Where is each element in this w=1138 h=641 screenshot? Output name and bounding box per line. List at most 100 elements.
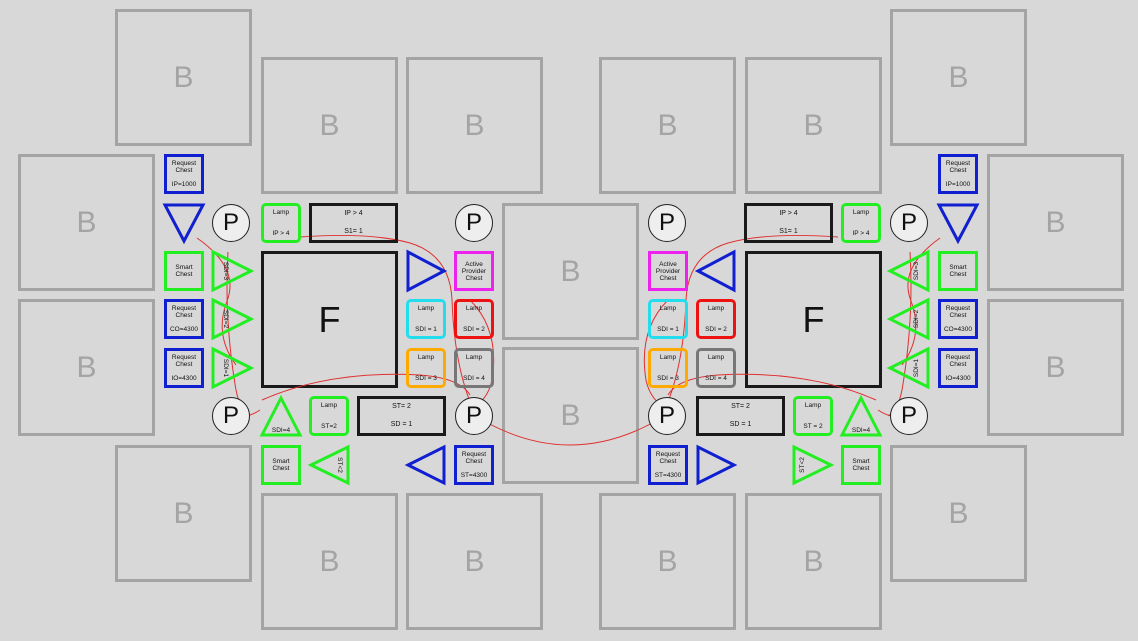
building-b: B — [987, 299, 1124, 436]
chest-subtitle: Provider — [655, 267, 681, 275]
lamp-title: Lamp — [272, 209, 290, 216]
building-b: B — [599, 57, 736, 194]
chest-title: Smart — [175, 264, 193, 271]
building-b: B — [406, 493, 543, 630]
chest-title: Request — [171, 160, 197, 167]
power-pole[interactable]: P — [212, 397, 250, 435]
lamp-condition: ST = 2 — [803, 423, 823, 430]
inserter-label: SDI=3 — [222, 262, 229, 281]
power-pole[interactable]: P — [648, 204, 686, 242]
lamp-title: Lamp — [465, 305, 483, 312]
lamp-condition: IP > 4 — [272, 230, 290, 237]
combinator-output: S1= 1 — [344, 228, 363, 235]
inserter-right-icon — [696, 444, 738, 486]
wire — [901, 237, 941, 366]
lamp-condition: SDI = 3 — [657, 375, 679, 382]
chest-title: Request — [945, 305, 971, 312]
filter-inserter-up-icon — [259, 394, 303, 437]
wire — [887, 251, 912, 417]
chest-title: Smart — [272, 458, 290, 465]
lamp-condition: SDI = 1 — [657, 326, 679, 333]
building-b: B — [502, 347, 639, 484]
building-b: B — [987, 154, 1124, 291]
chest-subtitle: Chest — [272, 465, 290, 472]
power-pole[interactable]: P — [890, 204, 928, 242]
power-pole[interactable]: P — [890, 397, 928, 435]
inserter-left-icon — [404, 444, 446, 486]
lamp-title: Lamp — [659, 305, 677, 312]
combinator-ip[interactable]: IP > 4 S1= 1 — [309, 203, 398, 243]
filter-inserter-right-icon — [211, 249, 255, 293]
filter-inserter-right-icon — [211, 297, 255, 341]
building-label: B — [948, 60, 969, 94]
inserter-down-icon — [936, 203, 980, 245]
combinator-condition: ST= 2 — [392, 403, 411, 410]
building-label: B — [464, 544, 485, 578]
filter-inserter-left-icon — [886, 249, 930, 293]
pole-label: P — [900, 402, 917, 429]
power-pole[interactable]: P — [455, 397, 493, 435]
lamp-condition: SDI = 4 — [463, 375, 485, 382]
inserter-label: SDI=4 — [852, 427, 871, 434]
chest-subtitle: Chest — [659, 458, 677, 465]
chest-title: Active — [659, 260, 677, 268]
building-b: B — [18, 299, 155, 436]
power-pole[interactable]: P — [455, 204, 493, 242]
power-pole[interactable]: P — [648, 397, 686, 435]
inserter-label: SDI=2 — [222, 310, 229, 329]
filter-inserter-right-icon — [211, 346, 255, 390]
chest-title: Request — [461, 451, 487, 458]
building-b: B — [115, 445, 252, 582]
chest-subtitle: Chest — [175, 271, 193, 278]
building-label: B — [173, 496, 194, 530]
lamp-title: Lamp — [320, 402, 338, 409]
inserter-label: SDI=4 — [272, 427, 291, 434]
chest-setting: CO=4300 — [943, 326, 972, 333]
chest-subtitle: Chest — [175, 312, 193, 319]
lamp-ip[interactable]: Lamp IP > 4 — [261, 203, 301, 243]
chest-subtitle: Chest — [949, 271, 967, 278]
chest-subtitle: Chest — [949, 312, 967, 319]
chest-title: Smart — [949, 264, 967, 271]
building-b: B — [18, 154, 155, 291]
inserter-label: SDI=1 — [222, 359, 229, 378]
combinator-condition: IP > 4 — [344, 210, 363, 217]
chest-subtitle: Provider — [461, 267, 487, 275]
chest-title: Smart — [852, 458, 870, 465]
building-label: B — [560, 398, 581, 432]
chest-setting: IO=4300 — [945, 375, 971, 382]
power-pole[interactable]: P — [212, 204, 250, 242]
building-label: B — [803, 108, 824, 142]
building-b: B — [890, 9, 1027, 146]
building-b: B — [115, 9, 252, 146]
chest-setting: IP=1000 — [171, 181, 197, 188]
